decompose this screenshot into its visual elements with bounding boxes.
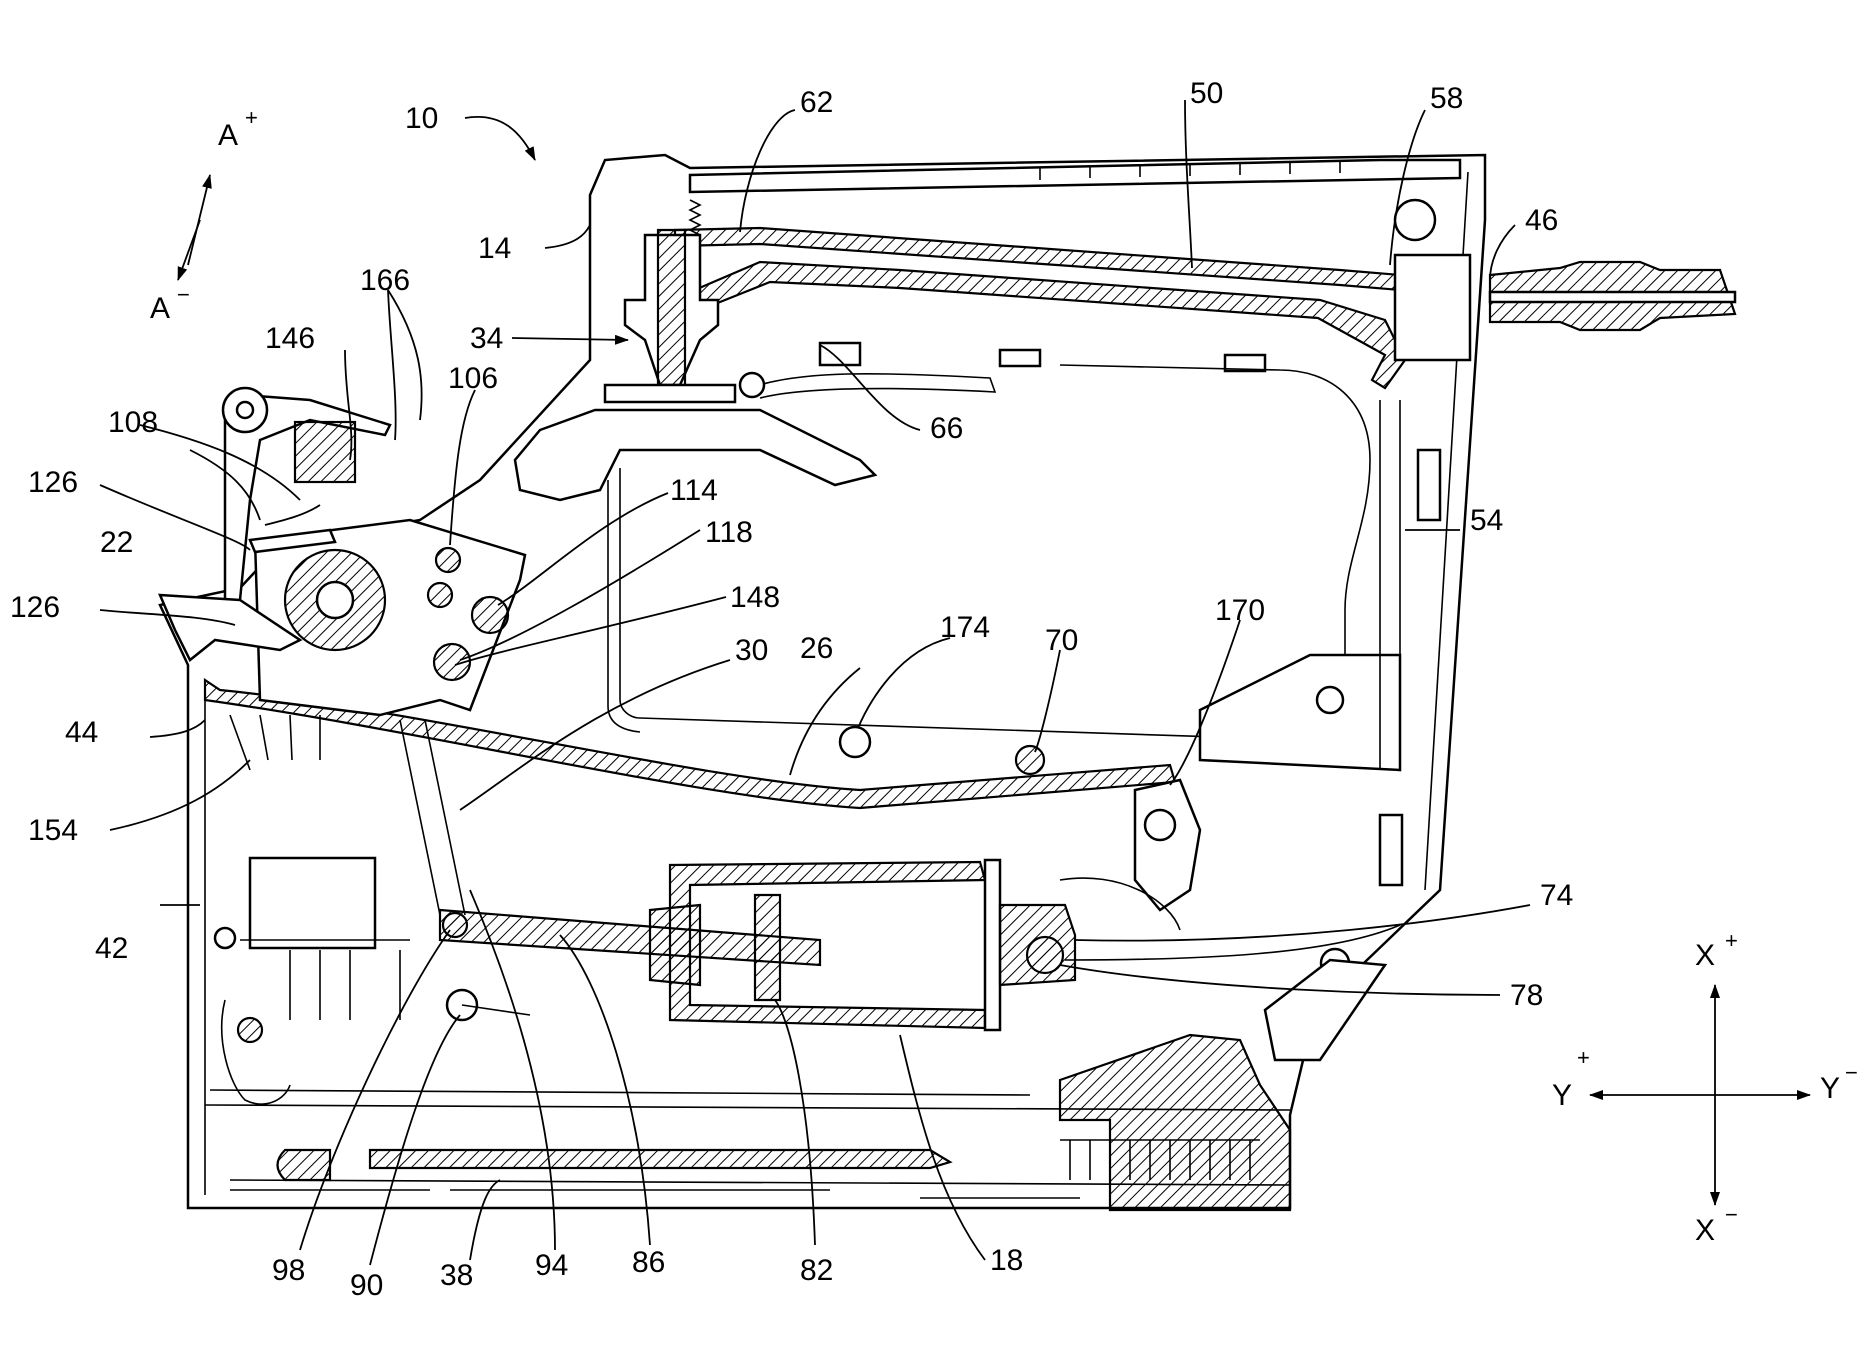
ref-70: 70: [1045, 624, 1078, 657]
ref-86: 86: [632, 1246, 665, 1279]
ref-166: 166: [360, 264, 410, 297]
ref-42: 42: [95, 932, 128, 965]
hook-pin-2: [215, 928, 235, 948]
handle-frame-inner: [608, 480, 640, 732]
valve-stem: [658, 230, 685, 400]
axis-a-indicator: A + A −: [150, 105, 258, 325]
axis-y-plus-label: Y: [1552, 1079, 1572, 1112]
hook-spring: [222, 1000, 290, 1104]
clip-b: [1000, 350, 1040, 366]
ref-38: 38: [440, 1259, 473, 1292]
ref-66: 66: [930, 412, 963, 445]
ref-114: 114: [670, 474, 718, 507]
axis-a-plus-sign: +: [245, 105, 258, 130]
pin-174: [840, 727, 870, 757]
hose-block-58: [1395, 255, 1470, 360]
ref-126a: 126: [28, 466, 78, 499]
axis-y-minus-label: Y: [1820, 1072, 1840, 1105]
axis-y-plus-sign: +: [1577, 1045, 1590, 1070]
ref-78: 78: [1510, 979, 1543, 1012]
right-column-tab: [1418, 450, 1440, 520]
piston-82: [755, 895, 780, 1000]
ref-118: 118: [705, 516, 753, 549]
roller-main-hub: [317, 582, 353, 618]
axis-x-plus-label: X: [1695, 939, 1715, 972]
left-lever-pivot-inner: [237, 402, 253, 418]
strut-30: [400, 720, 465, 915]
axis-x-minus-sign: −: [1725, 1202, 1738, 1227]
valve-seat: [605, 385, 735, 402]
ref-10: 10: [405, 102, 438, 135]
leaf-spring: [750, 374, 995, 398]
ref-62: 62: [800, 86, 833, 119]
hose-bore: [1490, 292, 1735, 302]
ref-126b: 126: [10, 591, 60, 624]
top-cover-50: [690, 160, 1460, 192]
ref-170: 170: [1215, 594, 1265, 627]
ref-22: 22: [100, 526, 133, 559]
base-slots: [230, 1190, 1080, 1198]
ref-18: 18: [990, 1244, 1023, 1277]
handle-bracket-pin: [1317, 687, 1343, 713]
link-170-pin: [1145, 810, 1175, 840]
ref-54: 54: [1470, 504, 1503, 537]
screw-106b: [428, 583, 452, 607]
ref-14: 14: [478, 232, 511, 265]
right-column-tab-2: [1380, 815, 1402, 885]
base-plug: [278, 1150, 331, 1180]
axis-a-minus-label: A: [150, 292, 170, 325]
heater-element: [370, 1150, 950, 1168]
ref-44: 44: [65, 716, 98, 749]
ref-26: 26: [800, 632, 833, 665]
collar-86: [650, 905, 700, 985]
ref-74: 74: [1540, 879, 1573, 912]
ref-108: 108: [108, 406, 158, 439]
ref-106: 106: [448, 362, 498, 395]
ref-174: 174: [940, 611, 990, 644]
block-146: [295, 422, 355, 482]
ref-82: 82: [800, 1254, 833, 1287]
pin-70: [1016, 746, 1044, 774]
ref-148: 148: [730, 581, 780, 614]
ref-30: 30: [735, 634, 768, 667]
pin-78: [1027, 937, 1063, 973]
ref-146: 146: [265, 322, 315, 355]
ref-34: 34: [470, 322, 503, 355]
fingers-154: [230, 715, 320, 770]
ref-58: 58: [1430, 82, 1463, 115]
trigger-pivot: [740, 373, 764, 397]
axis-y-minus-sign: −: [1845, 1060, 1858, 1085]
link-170: [1135, 780, 1200, 910]
hook-pin: [238, 1018, 262, 1042]
foot-arm: [1265, 960, 1385, 1060]
ref-90: 90: [350, 1269, 383, 1302]
ref-50: 50: [1190, 77, 1223, 110]
axis-a-minus-sign: −: [177, 282, 190, 307]
ref-98: 98: [272, 1254, 305, 1287]
axis-x-plus-sign: +: [1725, 928, 1738, 953]
ref-94: 94: [535, 1249, 568, 1282]
axis-x-minus-label: X: [1695, 1214, 1715, 1247]
ref-46: 46: [1525, 204, 1558, 237]
cylinder-end: [985, 860, 1000, 1030]
handle-bracket: [1200, 655, 1400, 770]
ref-154: 154: [28, 814, 78, 847]
device-drawing: [160, 155, 1735, 1210]
xy-axes-indicator: X + X − Y + Y −: [1552, 928, 1858, 1247]
screw-106: [436, 548, 460, 572]
axis-a-plus-label: A: [218, 119, 238, 152]
top-right-pivot: [1395, 200, 1435, 240]
box-left-base: [240, 940, 410, 1020]
box-left: [250, 858, 375, 948]
